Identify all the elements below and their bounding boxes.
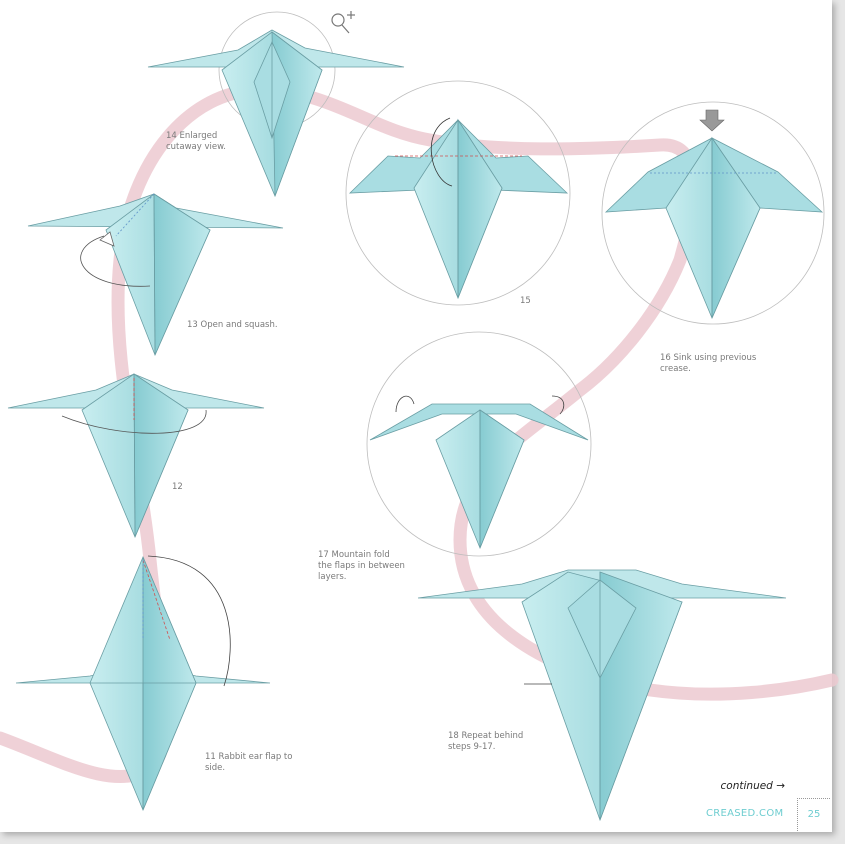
circle-step-16 bbox=[601, 101, 825, 325]
magnifier-zoom-icon bbox=[331, 11, 355, 34]
figure-step-18 bbox=[417, 569, 787, 822]
figure-step-14 bbox=[147, 29, 405, 198]
page-number: 25 bbox=[797, 798, 830, 831]
continued-label: continued → bbox=[720, 780, 785, 792]
figure-step-16 bbox=[604, 136, 824, 320]
step-13-caption: 13 Open and squash. bbox=[187, 320, 278, 330]
ribbon-path bbox=[0, 83, 839, 784]
figure-step-11 bbox=[15, 555, 271, 812]
step-14-caption: 14 Enlarged cutaway view. bbox=[166, 131, 226, 152]
figure-step-15 bbox=[348, 117, 569, 300]
step-18-caption: 18 Repeat behind steps 9-17. bbox=[448, 731, 524, 752]
figure-step-17 bbox=[369, 395, 589, 550]
step-11-caption: 11 Rabbit ear flap to side. bbox=[205, 752, 293, 773]
circle-step-17 bbox=[366, 331, 592, 557]
step-15-caption: 15 bbox=[520, 296, 531, 306]
step-12-caption: 12 bbox=[172, 482, 183, 492]
figure-step-13 bbox=[27, 193, 284, 357]
step-17-caption: 17 Mountain fold the flaps in between la… bbox=[318, 550, 405, 582]
push-arrow-icon bbox=[699, 109, 725, 132]
figure-step-12 bbox=[7, 373, 265, 539]
site-link[interactable]: CREASED.COM bbox=[706, 808, 784, 819]
circle-step-15 bbox=[345, 80, 571, 306]
step-16-caption: 16 Sink using previous crease. bbox=[660, 353, 757, 374]
